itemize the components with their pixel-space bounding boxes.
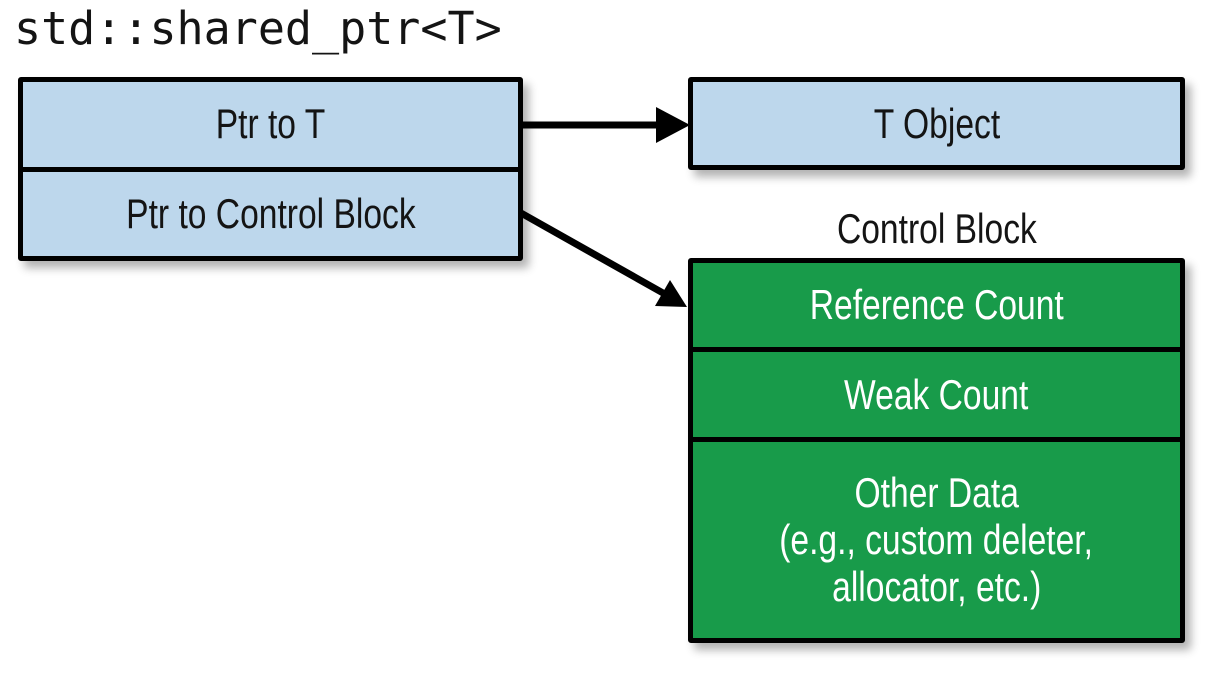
ptr-to-control-block-label: Ptr to Control Block <box>125 189 416 237</box>
weak-count-cell: Weak Count <box>693 347 1180 436</box>
other-data-line-2: (e.g., custom deleter, <box>779 516 1094 564</box>
arrow-ptr-to-t-object <box>518 107 690 143</box>
t-object-box: T Object <box>688 77 1185 170</box>
other-data-cell: Other Data (e.g., custom deleter, alloca… <box>693 436 1180 638</box>
control-block-caption-label: Control Block <box>836 205 1037 252</box>
control-block-caption: Control Block <box>688 204 1185 254</box>
ptr-to-control-block-cell: Ptr to Control Block <box>23 166 518 257</box>
ptr-to-t-label: Ptr to T <box>215 100 326 148</box>
reference-count-label: Reference Count <box>809 281 1064 329</box>
arrowhead-t-object <box>656 107 690 143</box>
ptr-to-t-cell: Ptr to T <box>23 82 518 167</box>
other-data-line-1: Other Data <box>854 469 1019 517</box>
reference-count-cell: Reference Count <box>693 263 1180 347</box>
shared-ptr-box: Ptr to T Ptr to Control Block <box>18 77 523 261</box>
t-object-label: T Object <box>873 99 1000 147</box>
arrowhead-control-block <box>655 280 687 307</box>
diagram-title: std::shared_ptr<T> <box>14 2 502 55</box>
weak-count-label: Weak Count <box>844 370 1029 418</box>
control-block-box: Reference Count Weak Count Other Data (e… <box>688 258 1185 643</box>
arrow-ptr-to-control-block <box>519 209 687 307</box>
other-data-line-3: allocator, etc.) <box>831 563 1042 611</box>
